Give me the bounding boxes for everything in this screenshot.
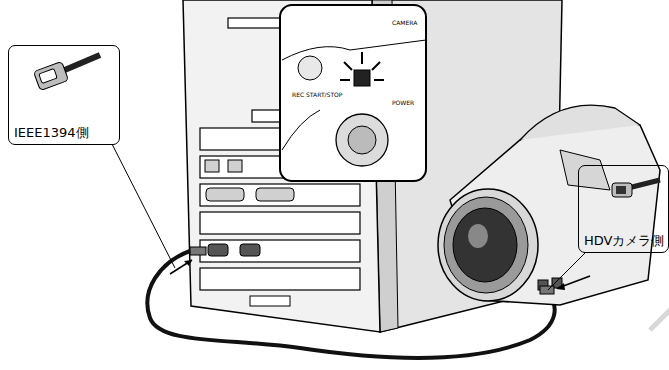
hdv-plug-icon bbox=[612, 180, 660, 197]
camera-handle bbox=[520, 105, 640, 140]
camera-lens bbox=[438, 189, 538, 301]
leader-line bbox=[112, 144, 175, 268]
camera-grip bbox=[560, 150, 610, 190]
ieee1394-plug-icon bbox=[33, 55, 100, 91]
callout-text: HDVカメラ側 bbox=[584, 234, 664, 248]
control-label: CAMERA bbox=[392, 20, 417, 26]
control-detail bbox=[282, 40, 426, 166]
camera-body bbox=[450, 120, 660, 305]
insert-arrow-head bbox=[556, 283, 565, 290]
insert-arrow bbox=[170, 260, 192, 274]
background-stroke bbox=[650, 300, 669, 330]
camera-plug bbox=[540, 286, 554, 294]
callout-text: IEEE1394側 bbox=[14, 126, 115, 140]
control-label: POWER bbox=[392, 100, 414, 106]
insert-arrow-head bbox=[184, 260, 192, 266]
pc-ports bbox=[205, 160, 294, 306]
control-label: REC START/STOP bbox=[292, 92, 342, 98]
leader-line bbox=[548, 252, 586, 290]
detail-inset bbox=[280, 5, 426, 181]
callout-box: HDVカメラ側 bbox=[578, 165, 669, 253]
callout-box: IEEE1394側 bbox=[8, 45, 120, 145]
cable-plug bbox=[190, 247, 206, 255]
